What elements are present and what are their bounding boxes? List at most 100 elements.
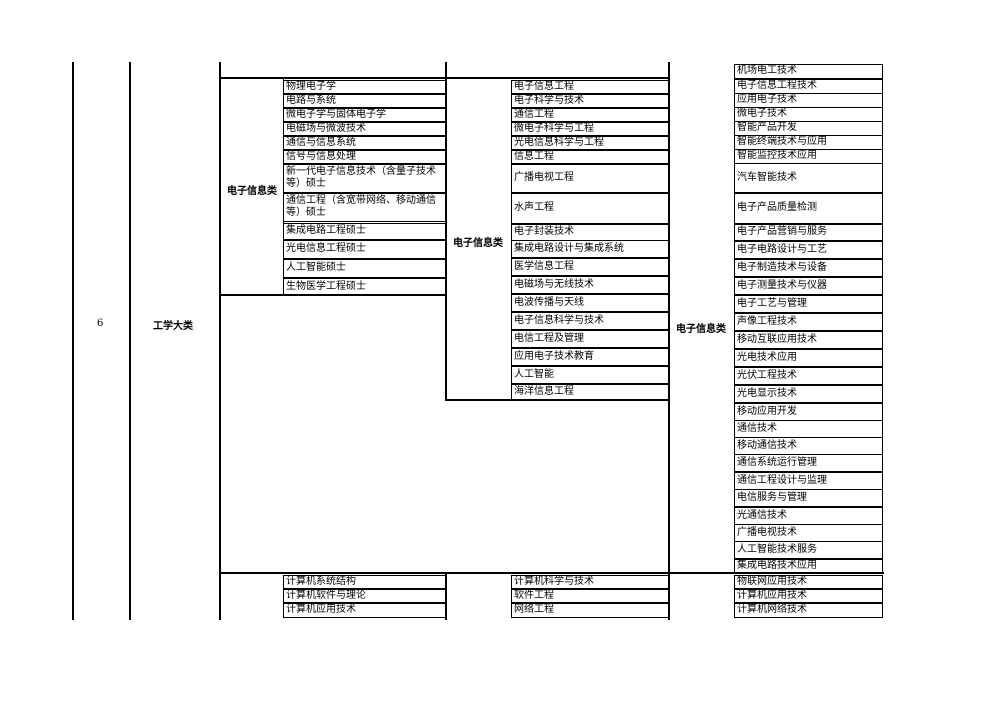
vocational-cell-4-left (734, 121, 735, 135)
table-border-left (72, 62, 74, 620)
row-index: 6 (97, 318, 104, 329)
vocational-cell-17-right (882, 367, 883, 385)
undergrad-cell-0-top (511, 80, 668, 81)
grad-cell-1-bottom (283, 107, 445, 108)
vocational-cell-13-right (882, 295, 883, 313)
undergrad-cell-1-top (511, 94, 668, 95)
vocational-cell-2-left (734, 93, 735, 107)
vocational-cell-16-top (734, 349, 882, 350)
next-grad-cell-1-bottom (283, 602, 445, 603)
table-border-index (129, 62, 131, 620)
vocational-cell-21-top (734, 437, 882, 438)
grad-cell-11-top (283, 278, 445, 279)
undergrad-cell-16-top (511, 366, 668, 367)
next-ug-cell-2-bottom (511, 617, 668, 618)
undergrad-item: 广播电视工程 (514, 172, 574, 183)
vocational-item: 电子产品营销与服务 (737, 226, 827, 237)
vocational-cell-10-right (882, 241, 883, 259)
undergrad-cell-2-left (511, 108, 512, 121)
vocational-cell-11-bottom (734, 276, 882, 277)
undergrad-item: 电子封装技术 (514, 226, 574, 237)
next-voc-cell-1-right (882, 589, 883, 603)
grad-item: 物理电子学 (286, 80, 336, 92)
next-voc-cell-1-bottom (734, 602, 882, 603)
grad-cell-7-top (283, 193, 445, 194)
vocational-cell-0-right (882, 64, 883, 79)
undergrad-cell-5-top (511, 150, 668, 151)
vocational-cell-26-right (882, 524, 883, 542)
next-grad-cell-2-bottom (283, 617, 445, 618)
major-category: 工学大类 (153, 321, 193, 332)
vocational-cell-22-left (734, 454, 735, 471)
vocational-cell-7-left (734, 163, 735, 192)
vocational-cell-25-right (882, 507, 883, 525)
undergrad-cell-10-left (511, 258, 512, 275)
undergrad-cell-6-top (511, 164, 668, 165)
next-vocational-item: 计算机应用技术 (737, 589, 807, 601)
undergrad-cell-14-bottom (511, 347, 668, 348)
next-grad-cell-0-top (283, 575, 445, 576)
undergrad-cell-10-top (511, 258, 668, 259)
vocational-cell-0-left (734, 64, 735, 78)
vocational-cell-19-top (734, 403, 882, 404)
undergrad-cell-9-top (511, 240, 668, 241)
grad-cell-6-bottom (283, 192, 445, 193)
grad-cell-8-top (283, 223, 445, 224)
vocational-item: 移动互联应用技术 (737, 333, 817, 345)
vocational-item: 微电子技术 (737, 108, 787, 119)
grad-item: 新一代电子信息技术（含量子技术等）硕士 (286, 166, 436, 189)
vocational-cell-3-right (882, 107, 883, 122)
next-ug-cell-0-left (511, 575, 512, 588)
vocational-item: 广播电视技术 (737, 526, 797, 538)
vocational-cell-22-bottom (734, 471, 882, 472)
vocational-cell-7-right (882, 163, 883, 193)
next-ug-cell-0-top (511, 575, 668, 576)
vocational-cell-15-top (734, 331, 882, 332)
undergrad-item: 光电信息科学与工程 (514, 136, 604, 148)
vocational-cell-8-right (882, 193, 883, 224)
vocational-cell-4-top (734, 121, 882, 122)
vocational-cell-17-bottom (734, 384, 882, 385)
next-undergrad-item: 软件工程 (514, 589, 554, 601)
vocational-cell-9-bottom (734, 240, 882, 241)
undergrad-cell-6-left (511, 164, 512, 192)
next-ug-cell-1-top (511, 589, 668, 590)
undergrad-cell-6-bottom (511, 192, 668, 193)
vocational-cell-25-left (734, 507, 735, 524)
undergrad-cell-14-left (511, 330, 512, 347)
vocational-cell-3-left (734, 107, 735, 121)
next-voc-cell-0-bottom (734, 588, 882, 589)
vocational-cell-18-right (882, 385, 883, 403)
vocational-item: 电子制造技术与设备 (737, 261, 827, 273)
undergrad-cell-16-bottom (511, 383, 668, 384)
vocational-cell-5-top (734, 135, 882, 136)
vocational-cell-12-right (882, 277, 883, 295)
next-grad-cell-0-left (283, 575, 284, 588)
undergrad-item: 电子科学与技术 (514, 94, 584, 106)
grad-cell-3-bottom (283, 135, 445, 136)
vocational-cell-15-right (882, 331, 883, 349)
vocational-cell-17-left (734, 367, 735, 384)
vocational-item: 光电显示技术 (737, 387, 797, 399)
vocational-item: 声像工程技术 (737, 315, 797, 327)
grad-cell-9-top (283, 240, 445, 241)
next-voc-cell-1-left (734, 589, 735, 602)
vocational-cell-11-top (734, 259, 882, 260)
grad-item: 通信与信息系统 (286, 136, 356, 148)
vocational-cell-21-right (882, 437, 883, 455)
undergrad-cell-4-top (511, 136, 668, 137)
grad-item: 微电子学与固体电子学 (286, 108, 386, 120)
vocational-cell-1-right (882, 79, 883, 94)
undergrad-cell-12-top (511, 294, 668, 295)
vocational-cell-19-left (734, 403, 735, 420)
vocational-item: 通信技术 (737, 422, 777, 434)
next-grad-cell-0-bottom (283, 588, 445, 589)
undergrad-item: 电信工程及管理 (514, 332, 584, 344)
next-grad-item: 计算机软件与理论 (286, 589, 366, 601)
vocational-cell-15-bottom (734, 348, 882, 349)
vocational-item: 智能终端技术与应用 (737, 136, 827, 147)
vocational-item: 集成电路技术应用 (737, 559, 817, 571)
vocational-cell-2-right (882, 93, 883, 108)
next-undergrad-item: 计算机科学与技术 (514, 575, 594, 587)
undergrad-item: 信息工程 (514, 150, 554, 162)
